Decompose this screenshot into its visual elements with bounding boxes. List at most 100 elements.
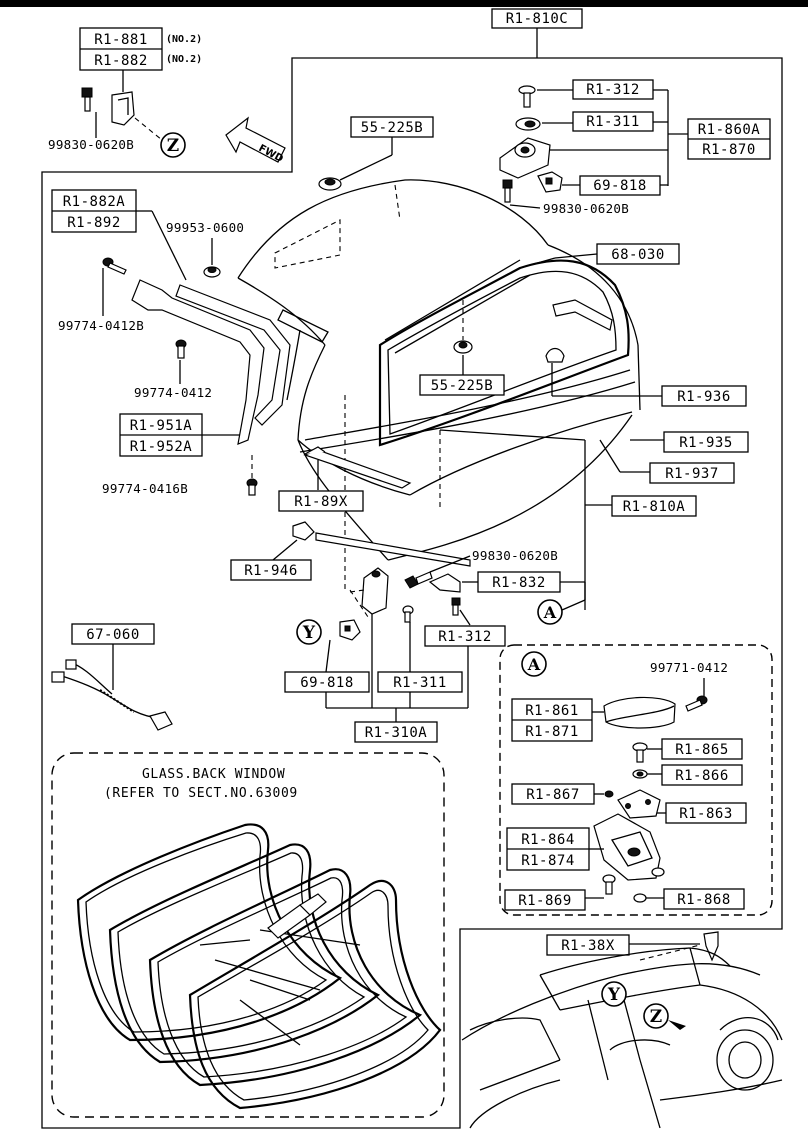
callout-r1-810a-box [611, 495, 697, 517]
glass-window-panel [51, 752, 445, 1118]
callout-r1-866: R1-866 [675, 768, 729, 784]
callout-r1-874: R1-874 [521, 853, 575, 869]
callout-55-225b-mid-box [419, 374, 505, 396]
callout-no2-b: (NO.2) [166, 54, 202, 65]
group-boundary [41, 26, 783, 1129]
screw-icon [102, 257, 127, 275]
callout-r1-869: R1-869 [518, 893, 572, 909]
lower-seal-strip [315, 532, 471, 567]
callout-r1-863-box [665, 802, 747, 824]
callout-68-030: 68-030 [611, 247, 665, 263]
callout-r1-882a: R1-882A [63, 194, 126, 210]
svg-text:A: A [543, 603, 557, 622]
callout-r1-38x: R1-38X [561, 938, 615, 954]
clip-part-icon [111, 91, 135, 126]
glass-note-line1: GLASS.BACK WINDOW [142, 767, 285, 782]
callout-r1-869-box [504, 889, 586, 911]
callout-r1-311-mid: R1-311 [393, 675, 447, 691]
clip-part-icon [545, 347, 565, 363]
washer-icon [632, 769, 648, 779]
svg-text:Z: Z [167, 136, 179, 156]
screw-icon [246, 478, 258, 496]
callout-r1-832: R1-832 [492, 575, 546, 591]
callout-99830-0620b-mid: 99830-0620B [472, 548, 558, 563]
callout-r1-870: R1-870 [702, 142, 756, 158]
nut-icon [203, 266, 221, 278]
screw-icon [685, 695, 708, 712]
callout-r1-892: R1-892 [67, 215, 121, 231]
car-illustration [461, 944, 783, 1129]
svg-text:Y: Y [607, 985, 621, 1005]
callout-r1-861: R1-861 [525, 703, 579, 719]
weatherstrip-strip [303, 446, 412, 489]
callout-r1-810c: R1-810C [506, 11, 569, 27]
callout-r1-89x: R1-89X [294, 494, 348, 510]
detail-a-panel [499, 644, 773, 916]
callout-r1-882: R1-882 [94, 53, 148, 69]
callout-55-225b-mid: 55-225B [431, 378, 494, 394]
screw-icon [175, 339, 187, 359]
callout-r1-311-top: R1-311 [586, 114, 640, 130]
grommet-icon [453, 340, 473, 354]
callout-55-225b-top: 55-225B [361, 120, 424, 136]
bolt-icon [632, 742, 648, 763]
callout-99953-0600: 99953-0600 [166, 220, 244, 235]
glass-note-line2: (REFER TO SECT.NO.63009 [104, 786, 298, 801]
callout-r1-38x-box [546, 934, 630, 956]
callout-r1-865-box [661, 738, 743, 760]
callout-69-818-top: 69-818 [593, 178, 647, 194]
latch-body-icon [593, 813, 665, 881]
callout-no2-a: (NO.2) [166, 34, 202, 45]
latch-base-icon [499, 137, 551, 179]
clip-part-icon [339, 619, 361, 641]
callout-67-060: 67-060 [86, 627, 140, 643]
callout-r1-936-box [661, 385, 747, 407]
callout-r1-868-box [663, 888, 745, 910]
washer-icon [515, 117, 541, 131]
side-molding-strip [131, 279, 291, 445]
wire-harness-icon [51, 659, 173, 731]
svg-text:Z: Z [650, 1007, 662, 1027]
bolt-icon [81, 87, 93, 112]
callout-r1-312-mid-box [424, 625, 506, 647]
callout-99830-0620b-top-left: 99830-0620B [48, 137, 134, 152]
callout-r1-863: R1-863 [679, 806, 733, 822]
bolt-icon [518, 85, 536, 108]
clip-part-icon [703, 931, 719, 962]
pin-icon [402, 605, 414, 623]
callout-r1-310a-box [354, 721, 438, 743]
back-window-frames [76, 823, 442, 1110]
callout-r1-89x-box [278, 490, 364, 512]
callout-r1-865: R1-865 [675, 742, 729, 758]
bolt-icon [602, 874, 616, 895]
arrow-icon [668, 1020, 686, 1030]
clip-part-icon [292, 521, 315, 541]
callout-99771-0412: 99771-0412 [650, 660, 728, 675]
clip-part-icon [537, 171, 563, 193]
callout-r1-935-box [663, 431, 749, 453]
callout-r1-946-box [230, 559, 312, 581]
svg-text:A: A [527, 655, 541, 674]
bolt-icon [502, 179, 513, 203]
hinge-bracket-icon [552, 299, 613, 331]
callout-r1-312-mid: R1-312 [438, 629, 492, 645]
marker-a-detail [521, 651, 547, 677]
marker-z [160, 132, 186, 158]
marker-a [537, 599, 563, 625]
bracket-icon [428, 573, 461, 593]
callout-69-818-mid: 69-818 [300, 675, 354, 691]
bolt-icon [451, 597, 461, 616]
callout-99774-0416b: 99774-0416B [102, 481, 188, 496]
callout-r1-868: R1-868 [677, 892, 731, 908]
marker-z-car [643, 1003, 669, 1029]
callout-r1-871: R1-871 [525, 724, 579, 740]
callout-r1-946: R1-946 [244, 563, 298, 579]
top-border [0, 0, 808, 7]
bolt-icon [404, 571, 433, 589]
callout-r1-311-mid-box [377, 671, 463, 693]
striker-bracket-icon [361, 567, 389, 615]
callout-99774-0412b: 99774-0412B [58, 318, 144, 333]
callout-r1-312-top: R1-312 [586, 82, 640, 98]
callout-99830-0620b-top-right: 99830-0620B [543, 201, 629, 216]
marker-y-car [601, 981, 627, 1007]
